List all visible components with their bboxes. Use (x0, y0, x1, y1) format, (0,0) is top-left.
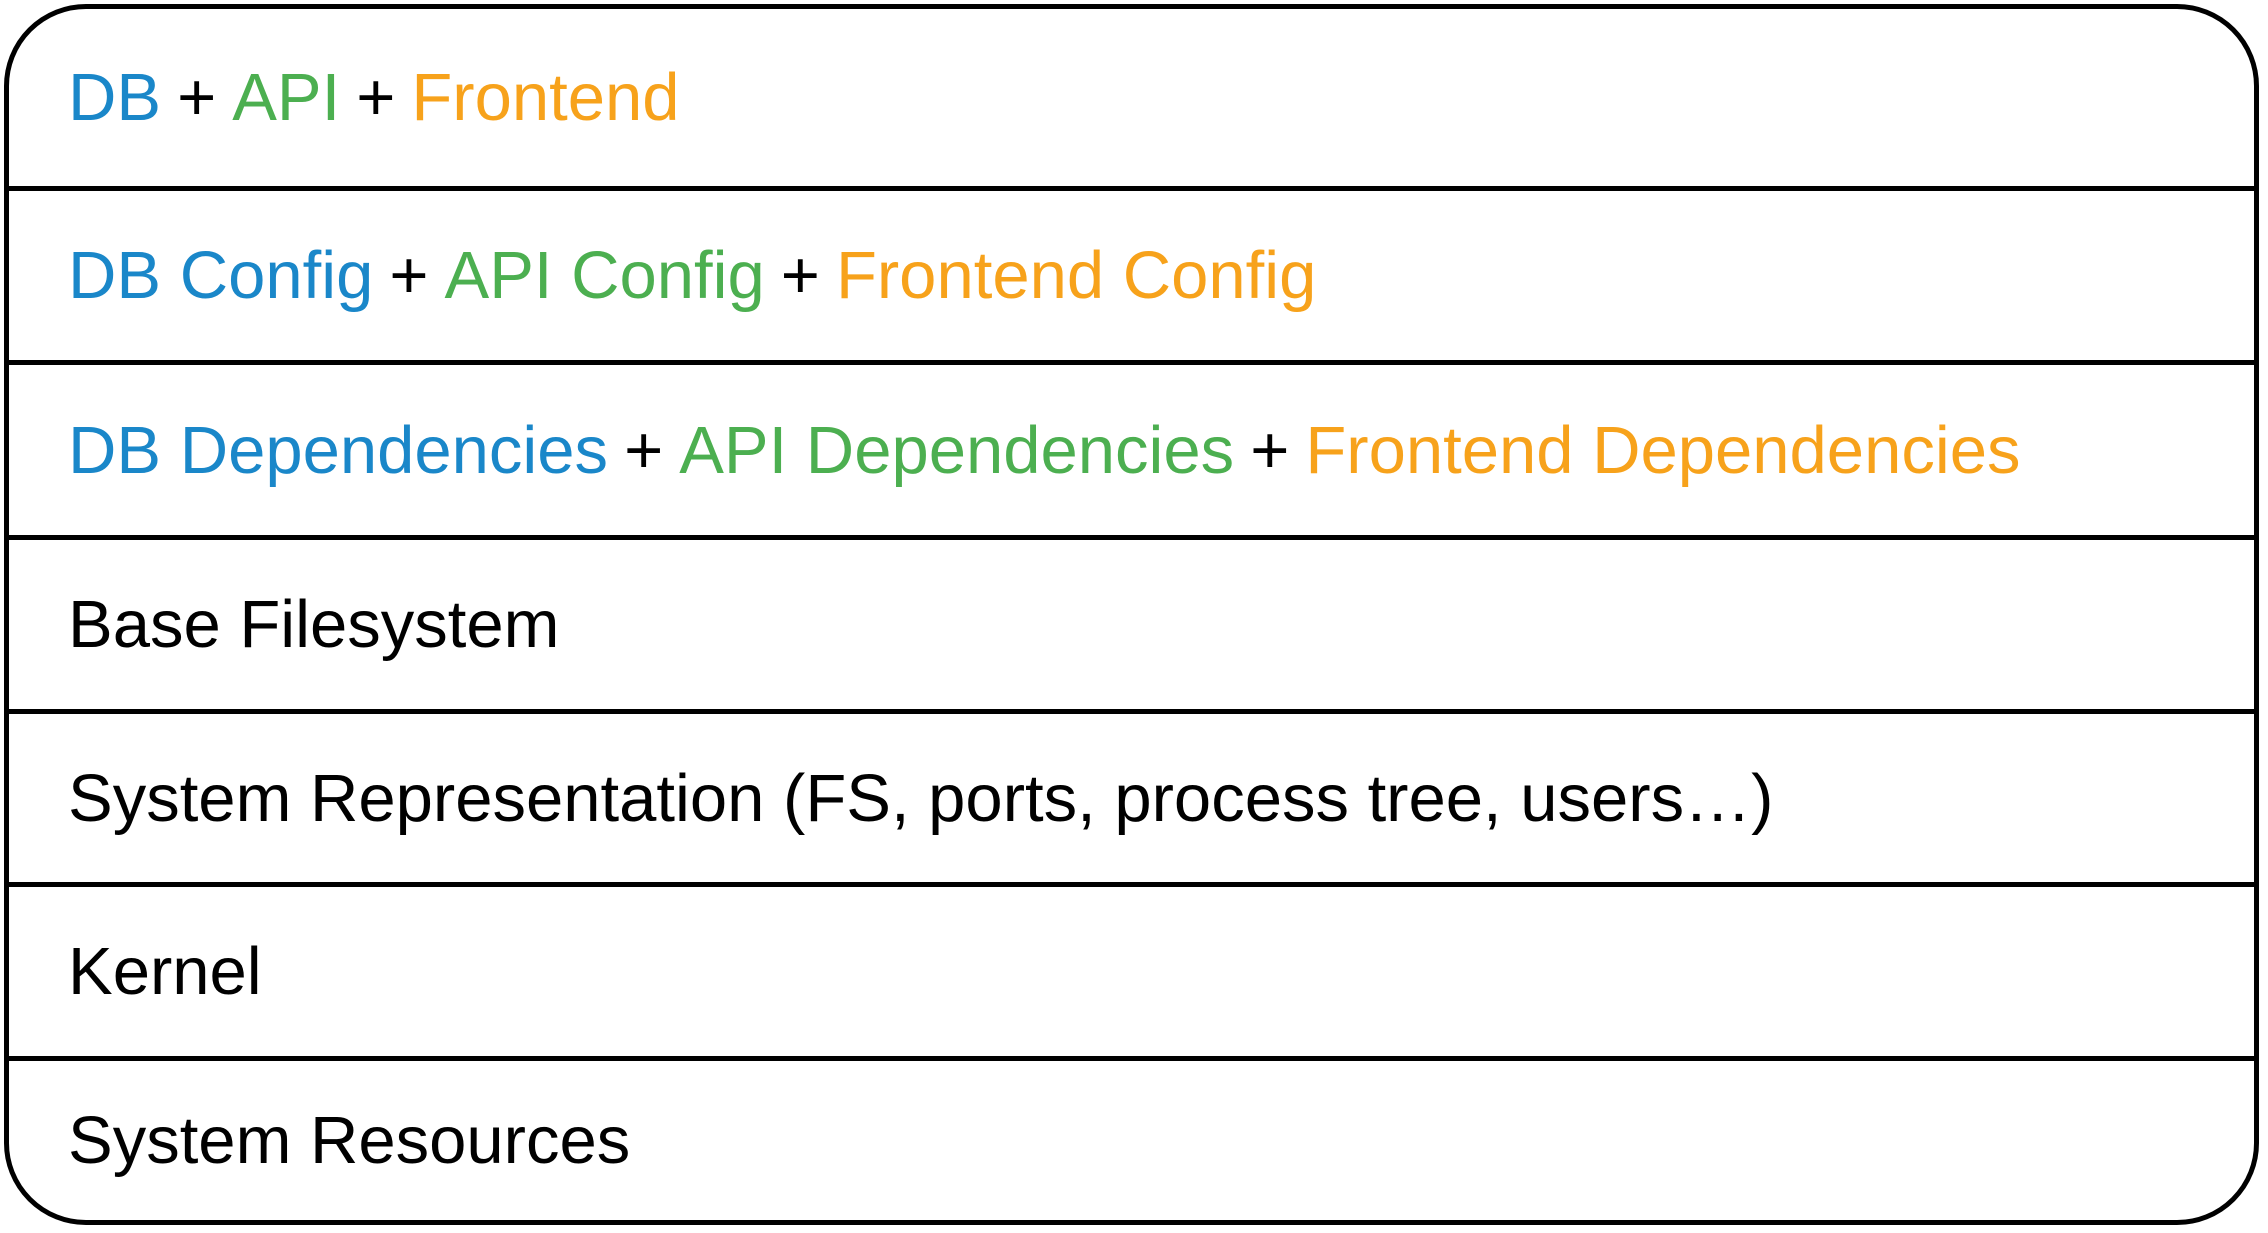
layer-system-resources: System Resources (9, 1056, 2254, 1220)
db-config-label: DB Config (68, 238, 374, 313)
frontend-config-label: Frontend Config (835, 238, 1317, 313)
system-resources-label: System Resources (68, 1103, 631, 1178)
base-filesystem-label: Base Filesystem (68, 587, 560, 662)
api-label: API (232, 60, 341, 135)
frontend-label: Frontend (411, 60, 680, 135)
layer-kernel: Kernel (9, 882, 2254, 1056)
layer-config: DB Config + API Config + Frontend Config (9, 186, 2254, 360)
layer-application: DB + API + Frontend (9, 9, 2254, 186)
api-config-label: API Config (444, 238, 765, 313)
layer-system-representation: System Representation (FS, ports, proces… (9, 709, 2254, 882)
plus-sign: + (177, 60, 217, 135)
layer-dependencies: DB Dependencies + API Dependencies + Fro… (9, 360, 2254, 535)
plus-sign: + (780, 238, 820, 313)
db-dependencies-label: DB Dependencies (68, 412, 609, 488)
frontend-dependencies-label: Frontend Dependencies (1305, 412, 2021, 488)
plus-sign: + (624, 412, 664, 488)
kernel-label: Kernel (68, 934, 262, 1009)
system-representation-label: System Representation (FS, ports, proces… (68, 760, 1774, 836)
layer-stack-diagram: DB + API + Frontend DB Config + API Conf… (4, 4, 2259, 1225)
plus-sign: + (1250, 412, 1290, 488)
api-dependencies-label: API Dependencies (679, 412, 1235, 488)
layer-base-filesystem: Base Filesystem (9, 535, 2254, 709)
plus-sign: + (389, 238, 429, 313)
db-label: DB (68, 60, 162, 135)
plus-sign: + (356, 60, 396, 135)
